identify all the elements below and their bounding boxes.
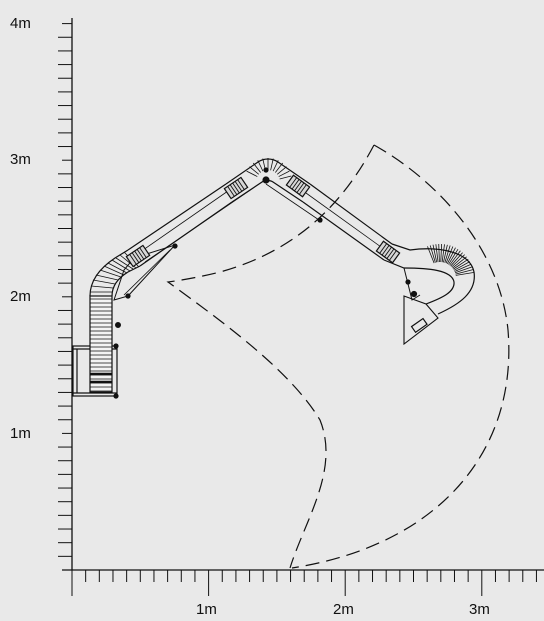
x-label-1m: 1m — [196, 601, 217, 618]
hose-rib — [249, 166, 260, 175]
upper-arm-clamp — [375, 240, 401, 264]
clamp-rib — [139, 247, 147, 258]
hose-rib — [432, 244, 438, 263]
hose-rib — [455, 269, 474, 275]
pivot-knob — [114, 322, 121, 329]
hose-rib — [448, 248, 459, 265]
hose-rib — [278, 170, 290, 177]
hose-rib — [454, 266, 473, 274]
hose-rib — [455, 272, 474, 276]
upper-joint-clamp-right — [285, 174, 311, 198]
clamp-rib — [386, 248, 395, 259]
hose-rib — [270, 158, 274, 171]
top-pivot — [262, 176, 270, 184]
y-label-2m: 2m — [10, 288, 31, 305]
hose-rib — [440, 244, 443, 263]
clamp-rib — [289, 177, 298, 188]
hose-rib — [95, 274, 119, 281]
hose-rib — [275, 162, 284, 173]
clamp-rib — [384, 246, 392, 258]
outer-reach-boundary — [291, 144, 510, 569]
hose-rib — [99, 269, 122, 278]
inner-reach-boundary — [166, 144, 375, 569]
upper-joint-clamp-left — [223, 176, 249, 200]
hose-rib — [451, 254, 465, 268]
hose-rib — [438, 244, 440, 263]
hose-rib — [444, 245, 451, 263]
y-axis-ticks — [58, 23, 72, 571]
clamp-rib — [131, 252, 140, 263]
hose-rib — [90, 285, 114, 289]
top-elbow-joint — [225, 158, 311, 203]
bracket-bolt — [113, 393, 119, 399]
hose-rib — [429, 245, 436, 263]
clamp-rib — [129, 254, 137, 265]
clamp-rib — [136, 249, 145, 260]
clamp-rib — [296, 182, 305, 193]
clamp-rib — [227, 186, 235, 197]
vertical-hose — [89, 295, 121, 393]
extraction-hood-assembly — [383, 243, 475, 346]
y-label-4m: 4m — [10, 15, 31, 32]
upper-arm — [265, 174, 401, 264]
clamp-rib — [232, 182, 240, 194]
extraction-hood — [403, 295, 439, 346]
hose-rib — [446, 247, 456, 264]
hose-rib — [257, 160, 264, 172]
x-label-2m: 2m — [333, 601, 354, 618]
clamp-rib — [381, 245, 390, 256]
hood-handle — [410, 317, 428, 334]
axes — [58, 18, 544, 596]
clamp-rib — [229, 184, 238, 195]
clamp-rib — [134, 250, 142, 262]
hose-rib — [450, 252, 463, 267]
lower-arm-clamp — [125, 244, 151, 268]
hose-rib — [246, 170, 258, 177]
hose-rib — [252, 162, 261, 173]
hose-rib — [449, 250, 461, 266]
hose-rib — [441, 244, 445, 263]
hose-rib — [445, 246, 454, 264]
outer-flex-hose — [391, 243, 475, 315]
hose-rib — [454, 263, 472, 272]
clamp-rib — [298, 184, 307, 195]
clamp-rib — [291, 179, 300, 190]
hose-rib — [427, 246, 435, 264]
x-axis-ticks — [71, 570, 537, 596]
clamp-rib — [379, 243, 388, 254]
clamp-rib — [294, 180, 302, 192]
hose-rib — [453, 258, 469, 270]
hose-rib — [111, 259, 131, 272]
x-label-3m: 3m — [469, 601, 490, 618]
hose-rib — [453, 261, 470, 271]
hose-rib — [115, 257, 134, 270]
hose-rib — [92, 279, 116, 285]
hose-rib — [103, 265, 125, 276]
hose-rib — [272, 160, 279, 172]
reach-envelope — [166, 144, 510, 569]
y-label-3m: 3m — [10, 151, 31, 168]
y-label-1m: 1m — [10, 425, 31, 442]
hose-rib — [435, 244, 439, 263]
clamp-rib — [388, 250, 397, 261]
bracket-bolt — [113, 343, 119, 349]
clamp-rib — [237, 179, 245, 190]
hose-rib — [107, 262, 128, 274]
hose-rib — [279, 175, 292, 180]
hose-rib — [443, 244, 448, 263]
lower-arm — [113, 176, 266, 301]
hose-rib — [276, 166, 287, 175]
hose-rib — [452, 256, 467, 269]
clamp-rib — [234, 181, 243, 192]
